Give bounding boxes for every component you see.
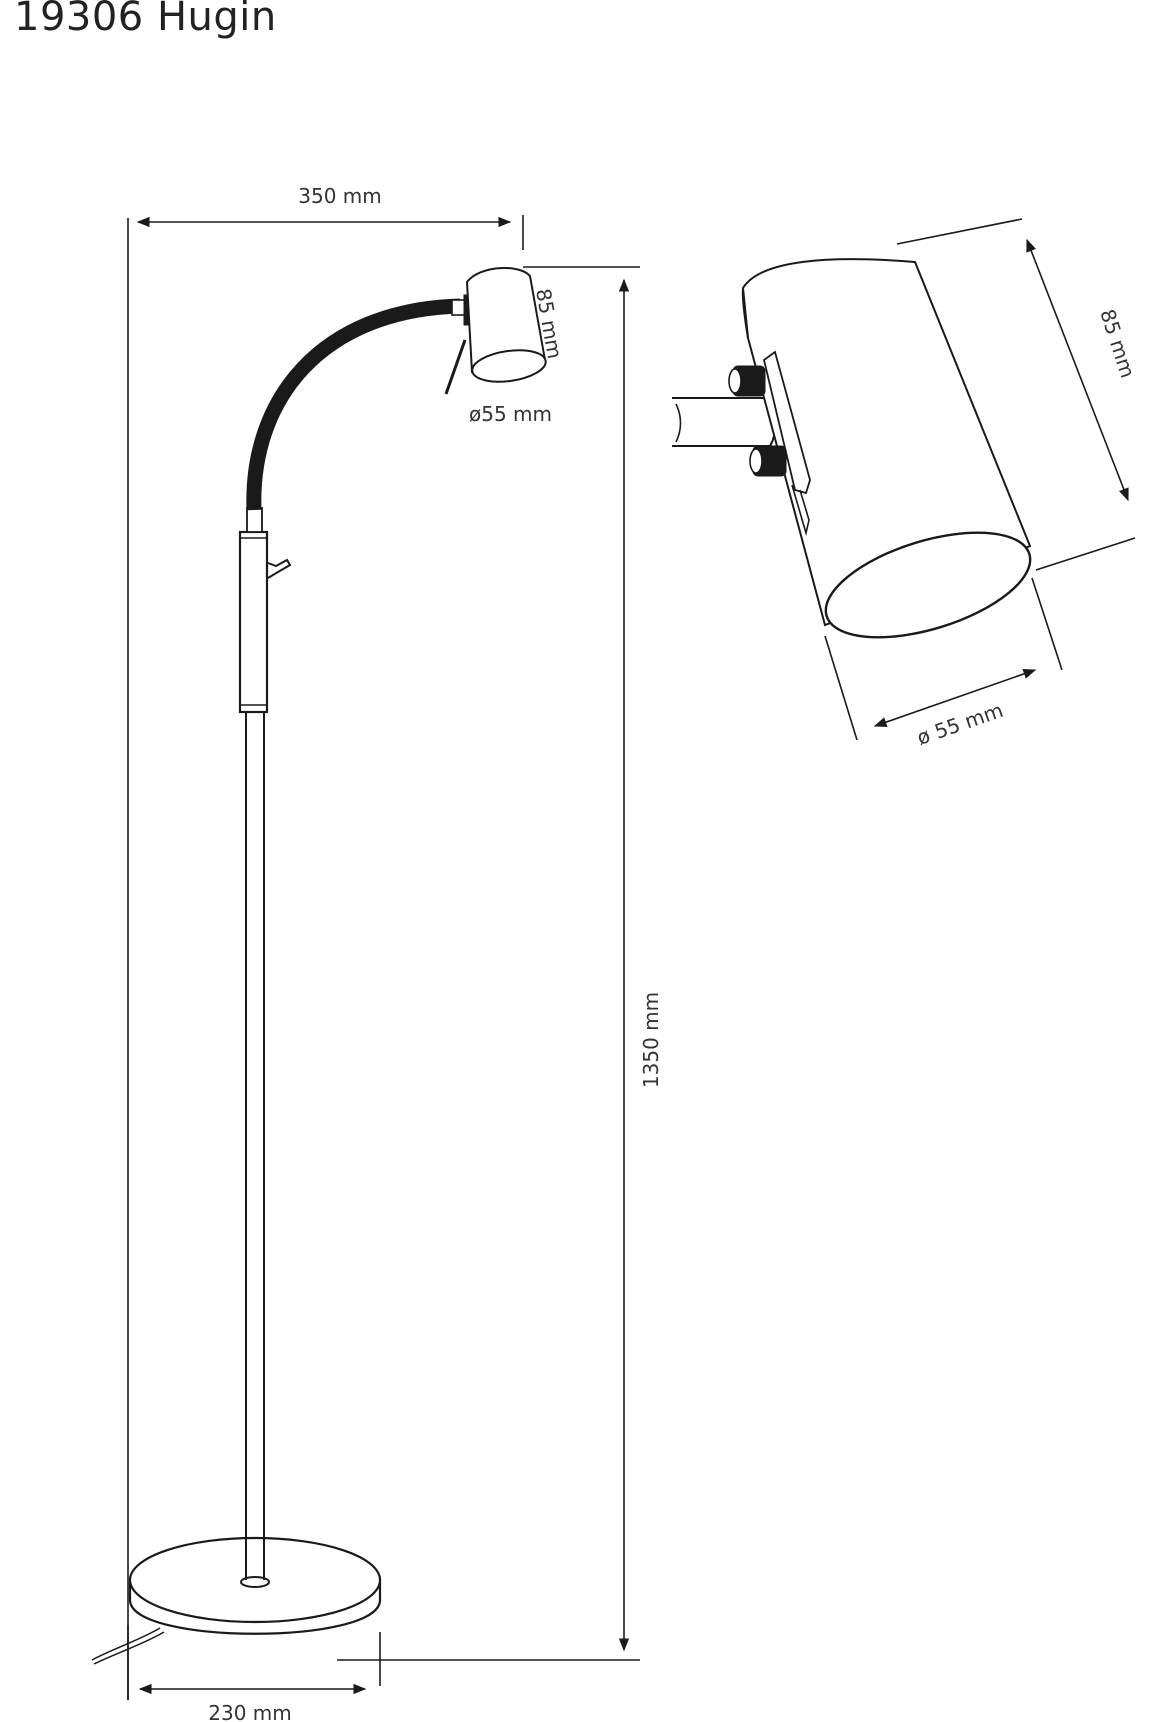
width-label: 350 mm [298, 184, 382, 208]
width-dimension [127, 215, 524, 1700]
base-dimension [127, 1625, 381, 1700]
detail-diameter-dimension [824, 577, 1063, 741]
detail-length-dimension [896, 218, 1136, 571]
floor-lamp [91, 266, 547, 1665]
height-label: 1350 mm [639, 992, 663, 1088]
detail-shade-length-label: 85 mm [1095, 306, 1140, 381]
drawing-title: 19306 Hugin [14, 0, 277, 40]
height-dimension [337, 266, 640, 1661]
detail-shade-diameter-label: ø 55 mm [914, 698, 1006, 750]
base-label: 230 mm [208, 1701, 292, 1722]
shade-detail [672, 258, 1032, 639]
shade-diameter-label: ø55 mm [469, 402, 552, 426]
